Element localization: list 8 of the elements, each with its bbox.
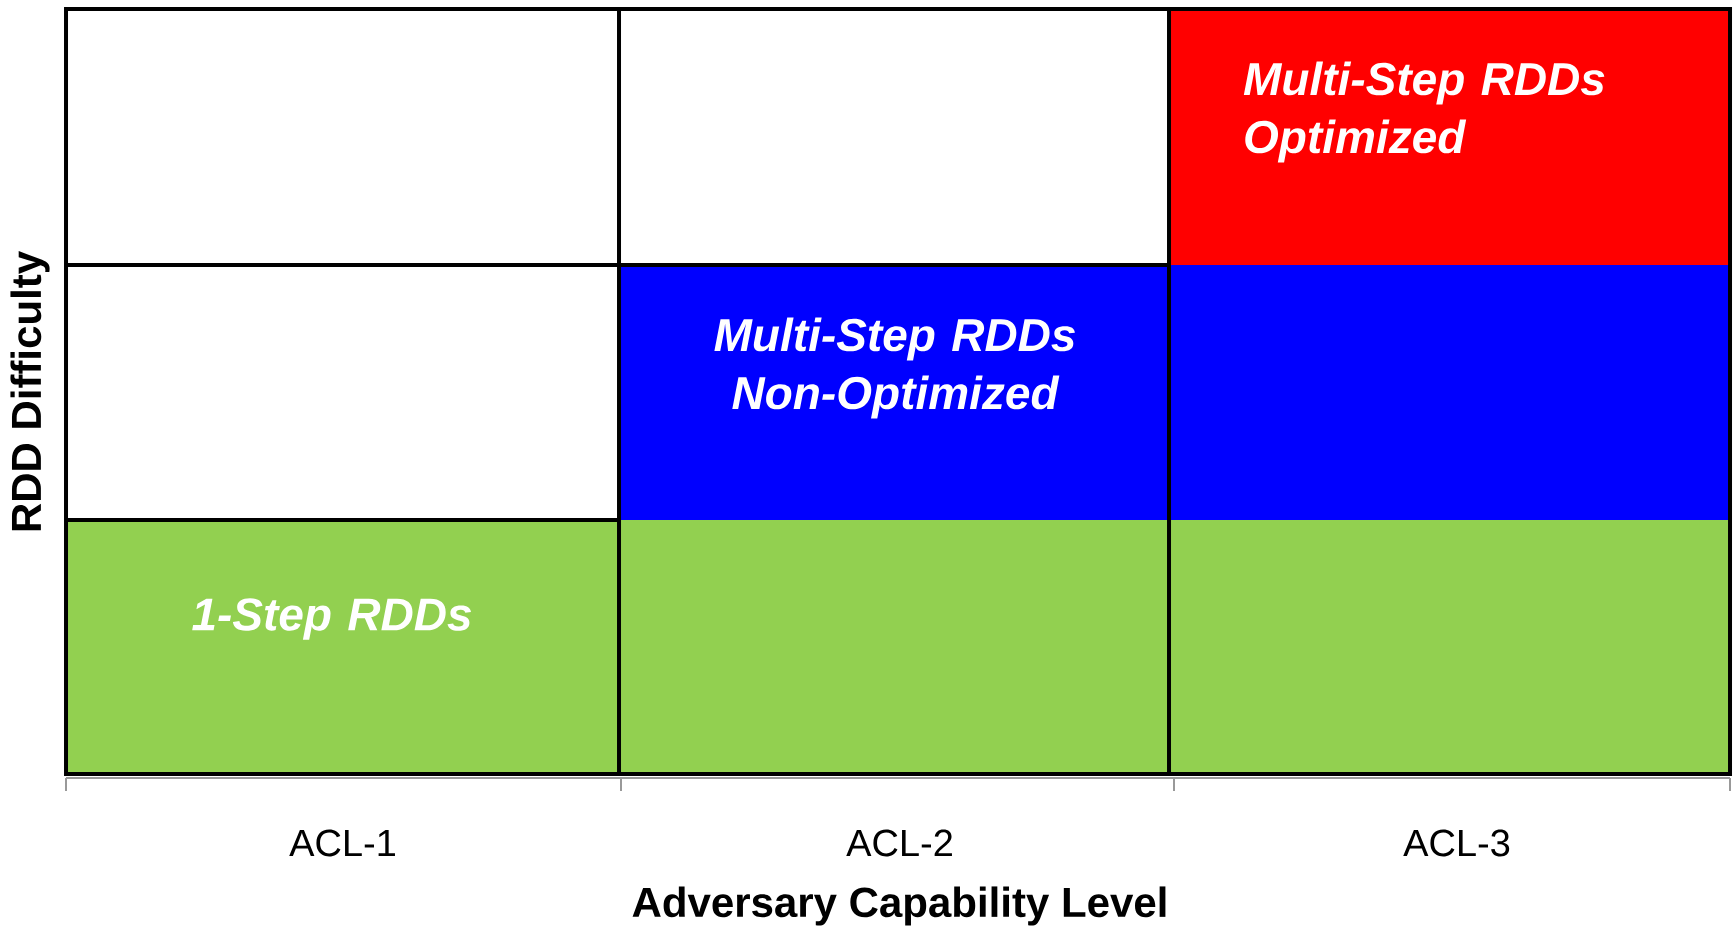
region: Multi-Step RDDs Non-Optimized bbox=[619, 265, 1730, 520]
axis-title: Adversary Capability Level bbox=[632, 886, 1166, 926]
region: Multi-Step RDDs Optimized bbox=[1169, 9, 1730, 265]
axis-title: RDD Difficulty bbox=[10, 251, 50, 531]
tick-label: ACL-3 bbox=[1403, 829, 1510, 857]
tick-label: ACL-2 bbox=[846, 829, 952, 857]
tick-label: ACL-1 bbox=[289, 829, 395, 857]
region: 1-Step RDDs bbox=[66, 520, 1730, 774]
